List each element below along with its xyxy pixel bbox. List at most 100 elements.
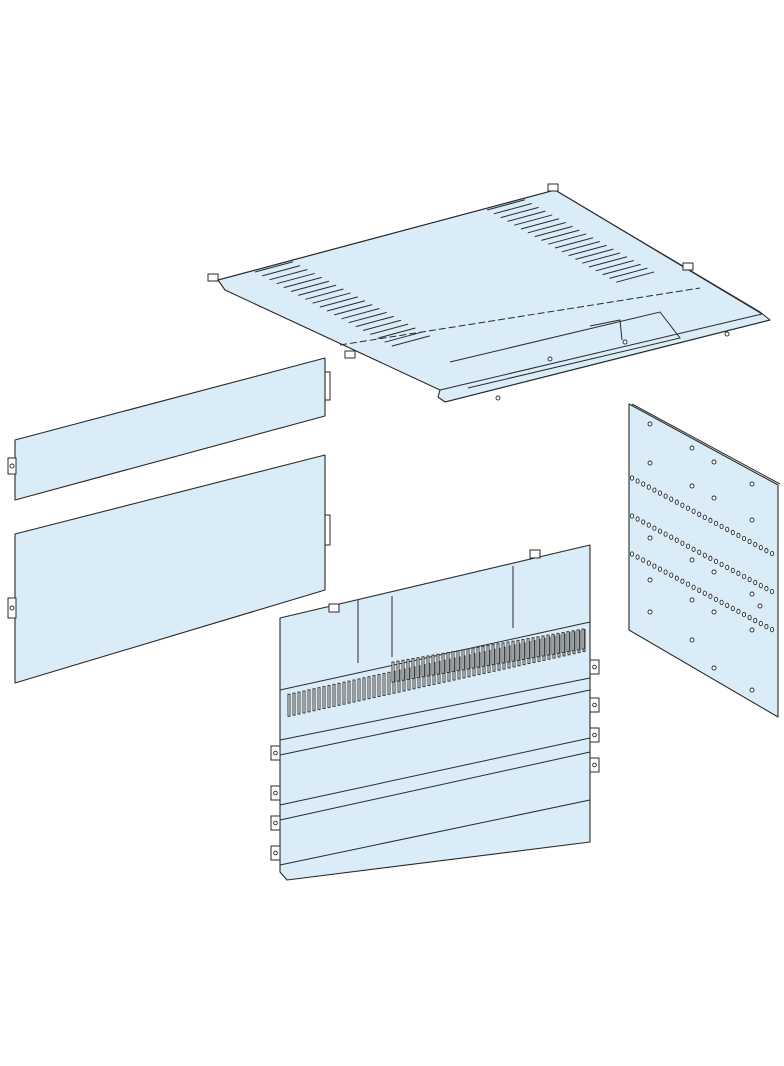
vent-slot (588, 256, 628, 268)
mounting-hole (749, 517, 755, 523)
vent-slot (262, 265, 301, 277)
front-panel-surface (279, 544, 591, 881)
vent-slot (254, 261, 294, 273)
perforation (736, 532, 741, 539)
perforation (641, 519, 646, 525)
mounting-hole (689, 557, 695, 563)
perforation (758, 582, 763, 589)
mounting-hole (749, 591, 755, 597)
perforation (725, 526, 730, 533)
perforation (663, 569, 668, 575)
perforation (764, 623, 769, 630)
vent-slot (416, 657, 420, 679)
perforation (753, 579, 758, 586)
mounting-hole (711, 495, 717, 501)
vent-slot (342, 681, 346, 705)
vent-slot (326, 300, 366, 312)
perforation (764, 585, 769, 592)
vent-slot (554, 237, 594, 249)
tab-hole (273, 790, 278, 796)
vent-slot (466, 648, 470, 670)
tab-hole (592, 702, 597, 708)
perforation (719, 599, 724, 606)
vent-slot (595, 260, 634, 272)
perforation (769, 550, 775, 557)
tab-hole (592, 664, 597, 670)
vent-slot (441, 652, 445, 674)
vent-slot (561, 632, 565, 653)
top-cover-vents-right (486, 199, 655, 283)
mounting-hole (689, 445, 695, 451)
vent-slot (352, 679, 356, 703)
perforation (747, 576, 752, 583)
tab-hole (592, 732, 597, 738)
perforation (629, 551, 635, 557)
vent-slot (534, 225, 573, 238)
mounting-hole (689, 637, 695, 643)
mounting-hole (757, 603, 763, 609)
vent-slot (347, 680, 351, 704)
perforation (747, 614, 752, 621)
perforation (663, 493, 668, 499)
perforation (725, 564, 730, 571)
tab-hole (273, 850, 278, 856)
vent-slot (283, 276, 322, 289)
vent-slot (377, 674, 381, 697)
perforation (635, 554, 640, 560)
perforation (758, 544, 763, 551)
vent-slot (501, 642, 505, 664)
front-panel-tab (328, 603, 340, 613)
perforation (702, 552, 707, 558)
perforation (736, 608, 741, 615)
vent-slot (556, 632, 560, 654)
vent-slot (370, 323, 409, 335)
perforation (713, 520, 719, 527)
perforation (674, 537, 679, 543)
vent-slot (527, 222, 566, 234)
perforation (674, 575, 679, 581)
perforation (669, 496, 674, 502)
vent-slot (451, 651, 455, 673)
perforation (629, 513, 635, 519)
mounting-hole (711, 569, 717, 575)
perforation (641, 557, 646, 563)
vent-slot (514, 214, 553, 226)
perforation (646, 484, 651, 490)
vent-slot (536, 636, 540, 658)
mounting-hole (689, 483, 695, 489)
vent-slot (362, 319, 402, 331)
perforation (702, 514, 707, 520)
vent-slot (551, 633, 555, 655)
vent-slot (581, 628, 585, 650)
tab-hole (273, 820, 278, 826)
perforation (669, 534, 674, 540)
perforation (741, 573, 747, 580)
perforation (652, 487, 657, 493)
front-panel-side-tabs (270, 659, 600, 861)
vent-slot (384, 331, 423, 343)
vent-slot (421, 656, 425, 678)
mounting-plate-surface (628, 403, 779, 718)
vent-slot (334, 304, 373, 316)
perforation (657, 490, 663, 496)
vent-slot (391, 661, 395, 683)
vent-slot (486, 199, 526, 211)
top-cover-tab (344, 350, 356, 359)
vent-slot (406, 658, 410, 680)
perforation (769, 588, 775, 595)
mounting-hole (647, 535, 653, 541)
vent-slot (391, 335, 430, 347)
vent-slot (355, 315, 394, 328)
perforation (708, 555, 713, 561)
side-panel-lower-surface (14, 454, 326, 684)
mounting-hole (711, 459, 717, 465)
perforation (680, 578, 685, 584)
side-panel-lower (7, 454, 331, 684)
perforation (646, 522, 651, 528)
vent-slot (319, 296, 358, 308)
perforation (697, 587, 702, 593)
vent-slot (276, 272, 315, 285)
vent-slot (516, 639, 520, 661)
vent-slot (322, 686, 326, 710)
